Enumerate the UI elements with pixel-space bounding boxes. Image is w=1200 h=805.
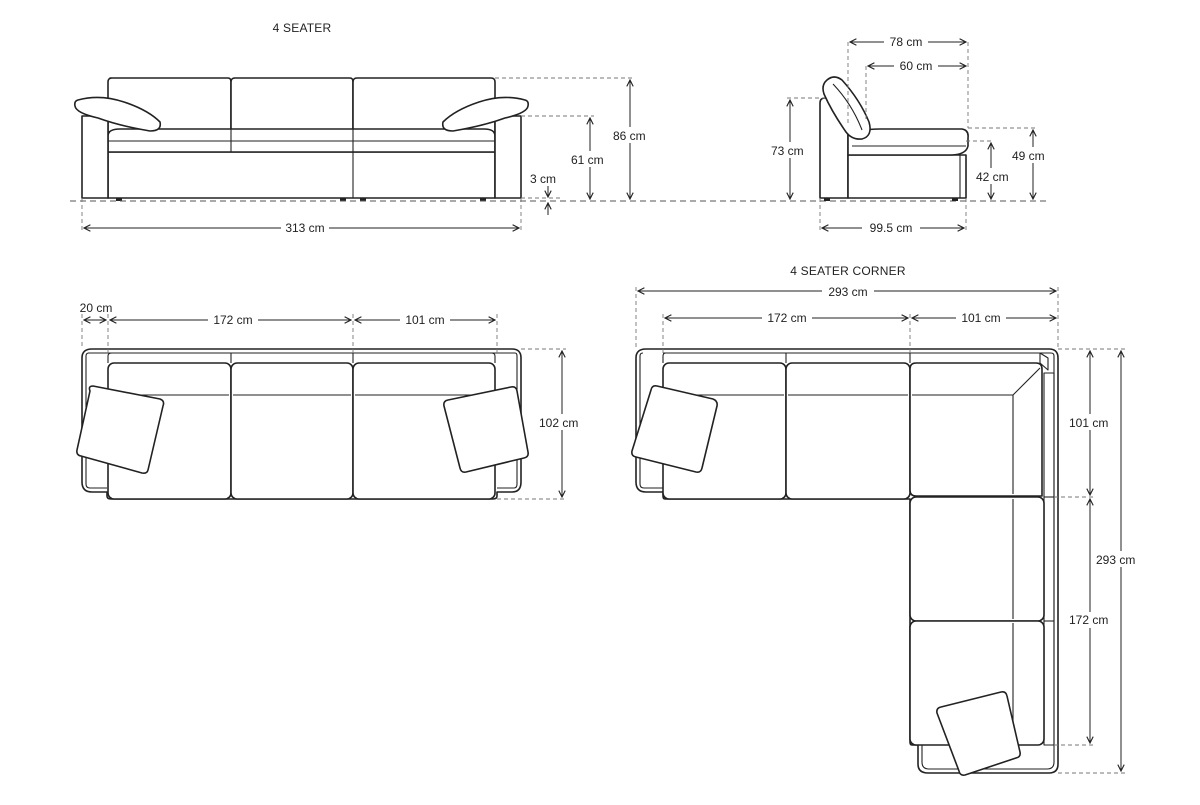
dim-corner-module-narrow: 101 cm [961, 311, 1000, 325]
dim-top-depth: 102 cm [539, 416, 578, 430]
top-view: 20 cm 172 cm 101 cm 102 cm [76, 301, 585, 500]
dim-corner-overall-width: 293 cm [828, 285, 867, 299]
front-arm-left [81, 115, 109, 199]
title-4-seater: 4 SEATER [273, 21, 332, 35]
front-view: 86 cm 61 cm 3 cm 313 cm [70, 77, 1050, 236]
dim-corner-overall-length: 293 cm [1096, 553, 1135, 567]
dim-side-seat-height: 42 cm [976, 170, 1009, 184]
corner-view: 293 cm 172 cm 101 cm 101 cm 172 cm 293 c… [631, 283, 1148, 776]
dim-side-seat-depth: 60 cm [900, 59, 933, 73]
side-view: 78 cm 60 cm 73 cm 49 cm 42 cm 99.5 cm [769, 34, 1054, 236]
top-pillow-right [443, 386, 529, 473]
dim-corner-module-wide: 172 cm [767, 311, 806, 325]
top-pillow-left [76, 385, 165, 474]
top-seat-cushion-2 [230, 362, 354, 500]
front-base [107, 151, 496, 199]
dim-top-module-narrow: 101 cm [405, 313, 444, 327]
corner-seat-cushion-4 [909, 496, 1045, 622]
front-back-cushion-middle [230, 77, 354, 133]
dim-side-overall-depth: 99.5 cm [870, 221, 913, 235]
corner-seat-cushion-2 [785, 362, 911, 500]
dim-front-arm-height: 61 cm [571, 153, 604, 167]
title-4-seater-corner: 4 SEATER CORNER [790, 264, 906, 278]
dim-front-overall-height: 86 cm [613, 129, 646, 143]
corner-seat-cushion-corner [909, 362, 1043, 497]
dim-side-arm-height: 49 cm [1012, 149, 1045, 163]
side-base [847, 154, 967, 199]
dim-corner-right-lower: 172 cm [1069, 613, 1108, 627]
dim-top-arm-width: 20 cm [80, 301, 113, 315]
front-arm-pillow-left [74, 96, 162, 132]
dim-top-module-wide: 172 cm [213, 313, 252, 327]
dim-front-leg-height: 3 cm [530, 172, 556, 186]
dim-corner-right-upper: 101 cm [1069, 416, 1108, 430]
corner-pillow-left [631, 385, 718, 473]
dim-side-depth-top: 78 cm [890, 35, 923, 49]
dim-front-overall-width: 313 cm [285, 221, 324, 235]
corner-pillow-bottom [936, 691, 1021, 776]
front-arm-right [494, 115, 522, 199]
side-back-cushion [822, 76, 871, 140]
front-arm-pillow-right [441, 96, 529, 132]
dim-side-back-height: 73 cm [771, 144, 804, 158]
